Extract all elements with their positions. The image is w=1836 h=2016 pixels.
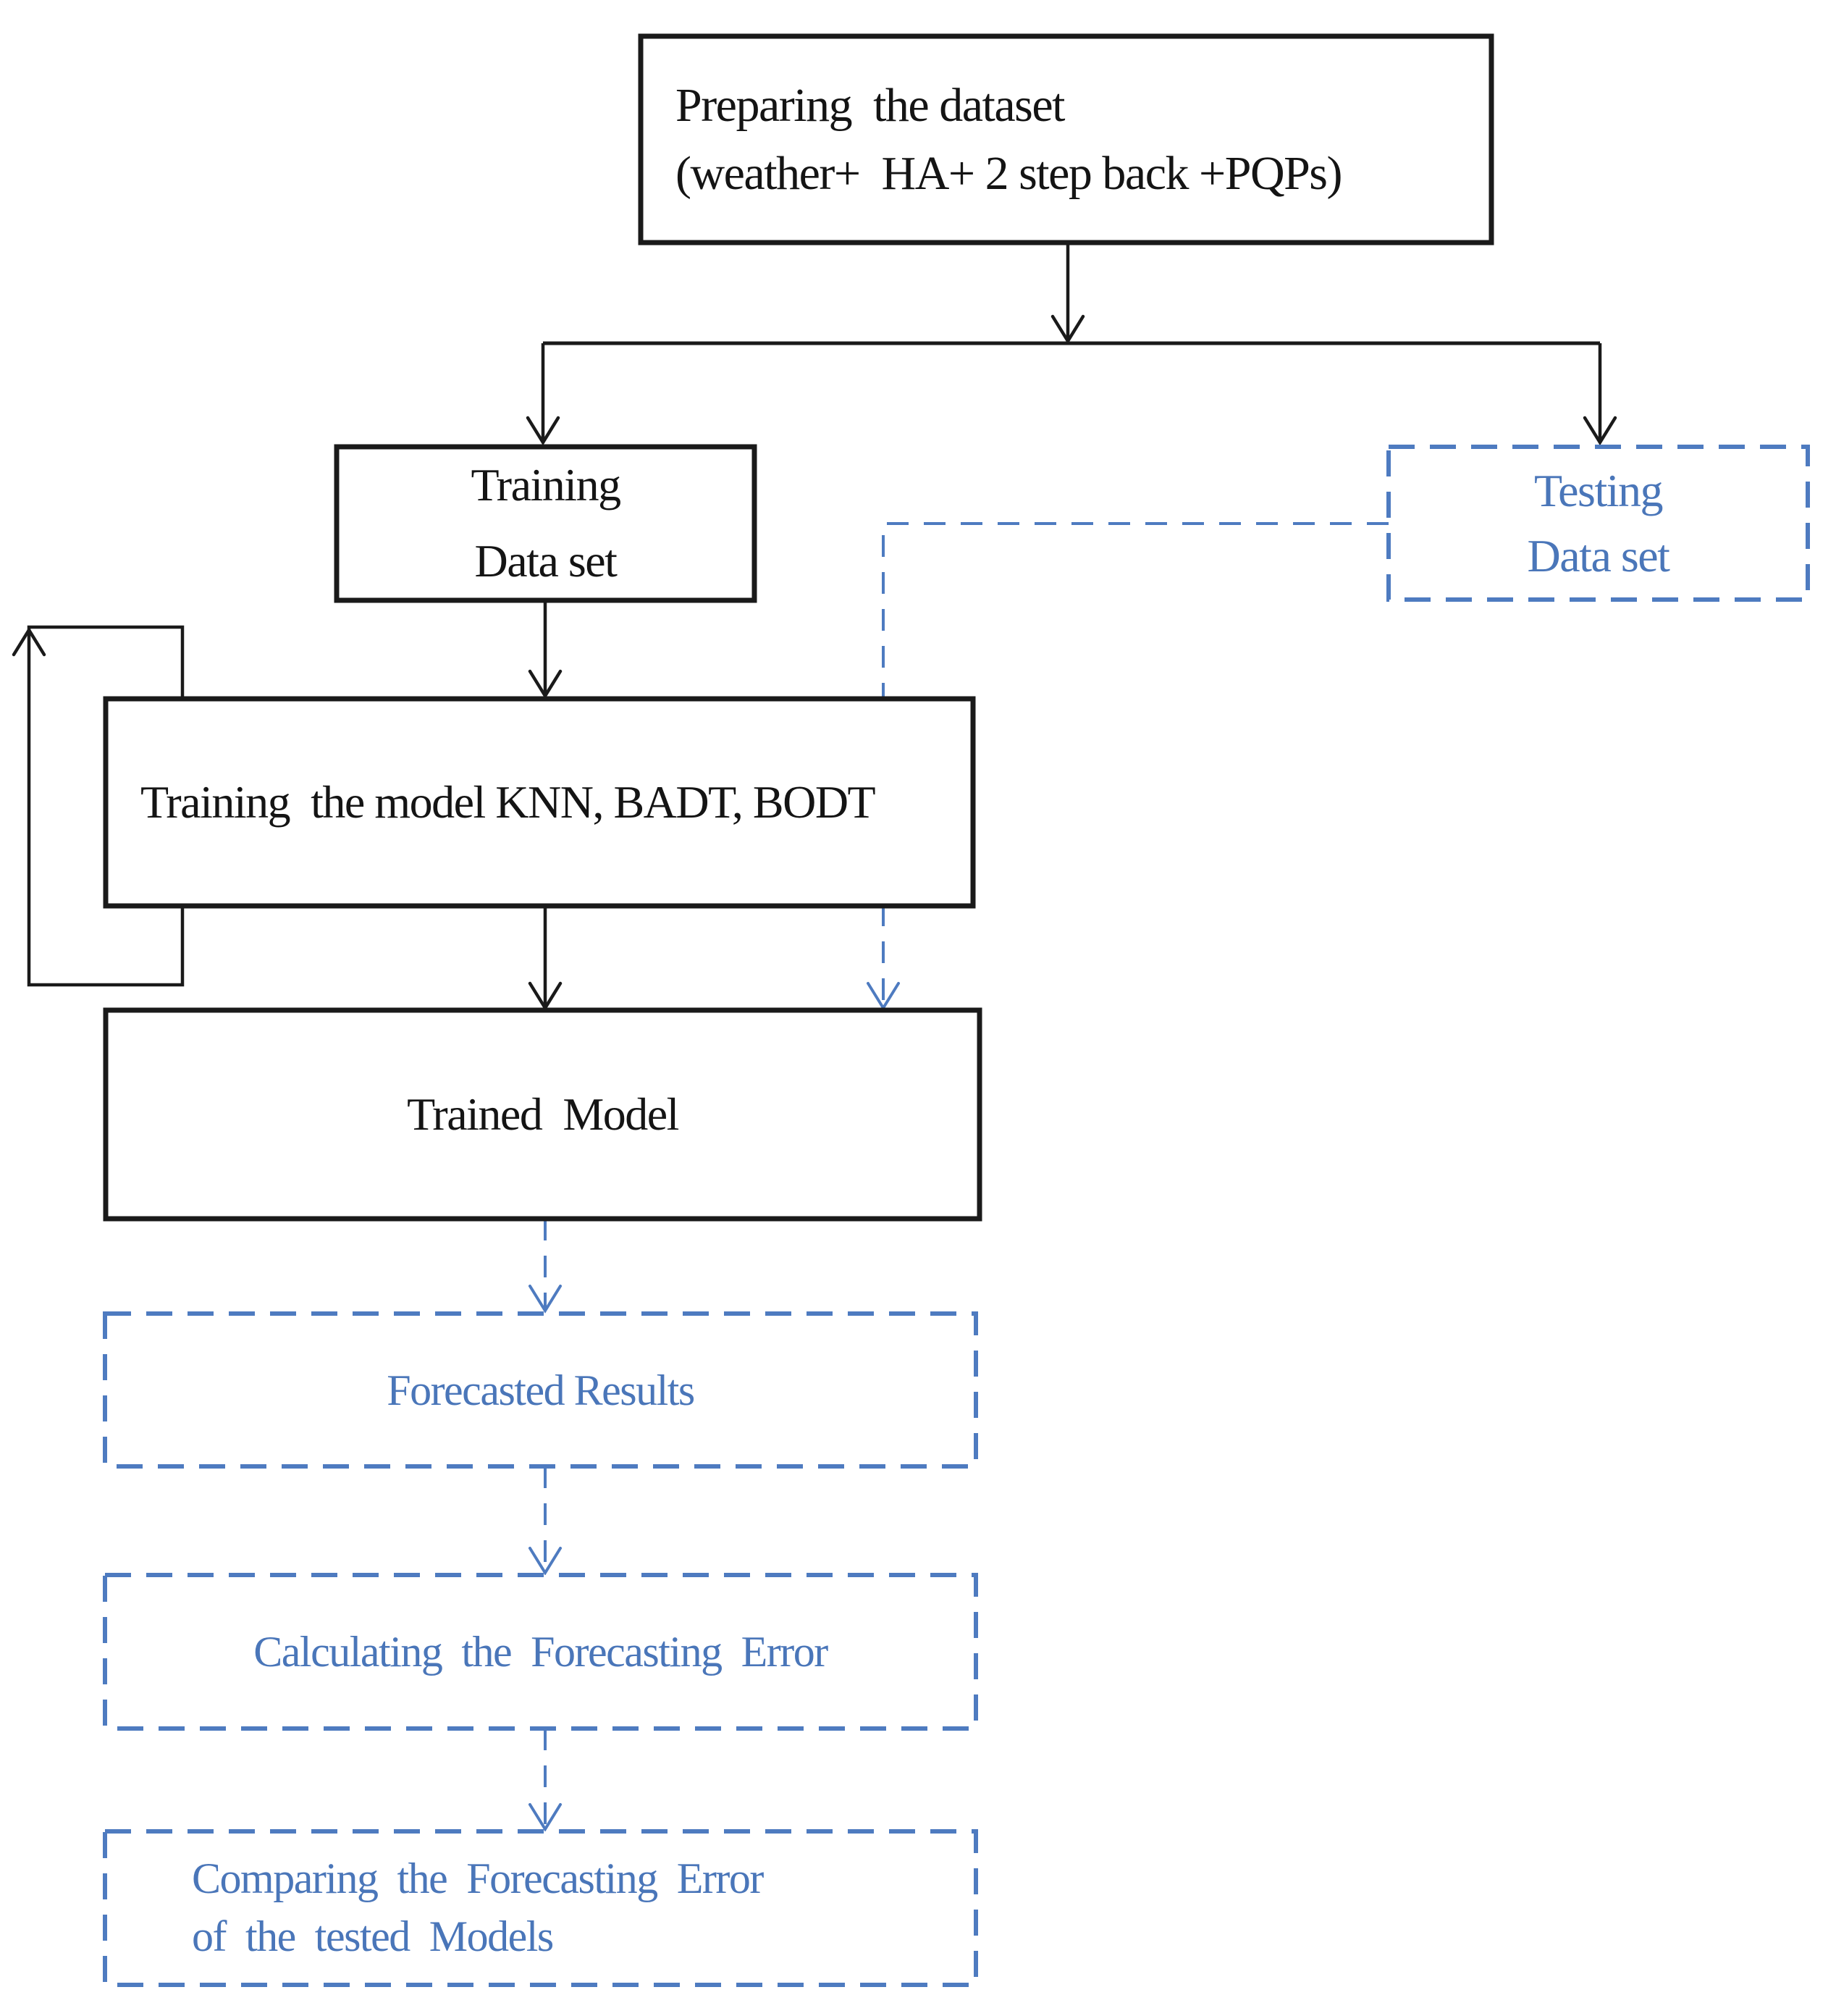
node-label-trained-model: Trained Model: [106, 1010, 980, 1219]
node-text-line: Data set: [474, 535, 618, 587]
arrowhead-down-icon: [526, 416, 560, 446]
node-box-training-dataset: [334, 444, 757, 603]
arrowhead-down-icon: [529, 1547, 562, 1576]
node-text-line: of the tested Models: [192, 1912, 554, 1960]
node-text-line: Data set: [1527, 529, 1670, 581]
node-text-line: Trained Model: [407, 1088, 679, 1141]
arrowhead-down-icon: [1050, 314, 1085, 345]
node-label-comparing-error: Comparing the Forecasting Error of the t…: [105, 1831, 976, 1985]
node-label-calculating-error: Calculating the Forecasting Error: [105, 1575, 976, 1729]
node-label-preparing-dataset: Preparing the dataset (weather+ HA+ 2 st…: [641, 36, 1491, 243]
node-box-preparing-dataset: [638, 33, 1494, 245]
node-label-training-dataset: Training Data set: [337, 447, 754, 600]
node-label-training-model: Training the model KNN, BADT, BODT: [106, 699, 973, 906]
node-text-line: Preparing the dataset: [675, 78, 1065, 132]
node-text-line: Forecasted Results: [387, 1366, 695, 1414]
node-text-line: (weather+ HA+ 2 step back +PQPs): [675, 146, 1342, 200]
connector-training-loop: [27, 625, 185, 987]
arrowhead-down-icon: [1583, 416, 1617, 446]
arrowhead-down-icon: [529, 1803, 562, 1832]
node-text-line: Training: [471, 459, 621, 511]
node-label-testing-dataset: Testing Data set: [1389, 447, 1808, 600]
node-text-line: Training the model KNN, BADT, BODT: [140, 776, 876, 828]
node-box-testing-dataset: [1386, 445, 1810, 602]
arrowhead-up-icon: [12, 626, 46, 657]
node-box-trained-model: [103, 1007, 982, 1222]
node-text-line: Testing: [1534, 464, 1664, 516]
node-text-line: Calculating the Forecasting Error: [253, 1628, 828, 1676]
node-box-calculating-error: [103, 1573, 978, 1731]
node-box-forecasted-results: [103, 1311, 978, 1469]
node-text-line: Comparing the Forecasting Error: [192, 1855, 764, 1903]
node-box-training-model: [103, 696, 976, 909]
node-box-comparing-error: [103, 1829, 978, 1987]
node-label-forecasted-results: Forecasted Results: [105, 1314, 976, 1466]
arrowhead-down-icon: [528, 669, 563, 700]
arrowhead-down-icon: [529, 1285, 562, 1314]
